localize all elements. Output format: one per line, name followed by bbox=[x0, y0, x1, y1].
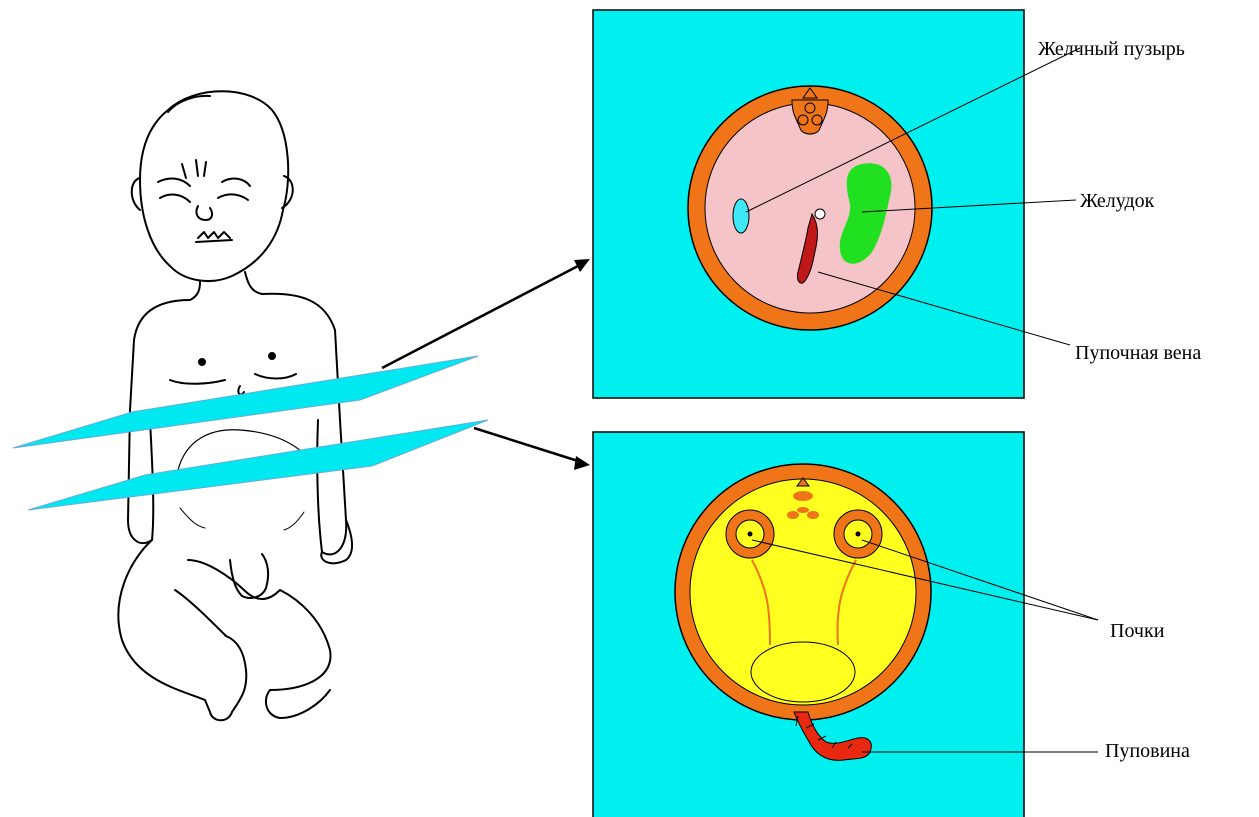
label-gallbladder: Желчный пузырь bbox=[1038, 38, 1185, 60]
kidney-right bbox=[834, 510, 882, 558]
label-kidneys: Почки bbox=[1110, 620, 1165, 642]
label-stomach: Желудок bbox=[1080, 190, 1155, 212]
upper-section-panel bbox=[593, 10, 1024, 398]
label-umbilical-vein: Пупочная вена bbox=[1075, 342, 1201, 364]
arrow-to-upper-section bbox=[382, 259, 590, 368]
arrow-to-lower-section bbox=[474, 428, 590, 470]
kidney-left bbox=[726, 510, 774, 558]
lower-section-panel bbox=[593, 432, 1024, 817]
label-umbilical-cord: Пуповина bbox=[1105, 740, 1190, 762]
gallbladder bbox=[733, 199, 749, 233]
